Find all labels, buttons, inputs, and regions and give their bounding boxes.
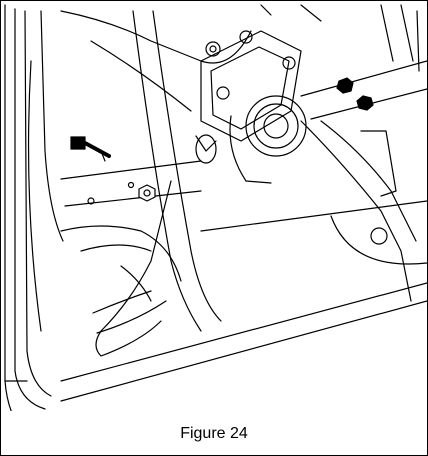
mechanical-assembly-illustration — [4, 4, 427, 411]
figure-caption: Figure 24 — [180, 425, 248, 442]
